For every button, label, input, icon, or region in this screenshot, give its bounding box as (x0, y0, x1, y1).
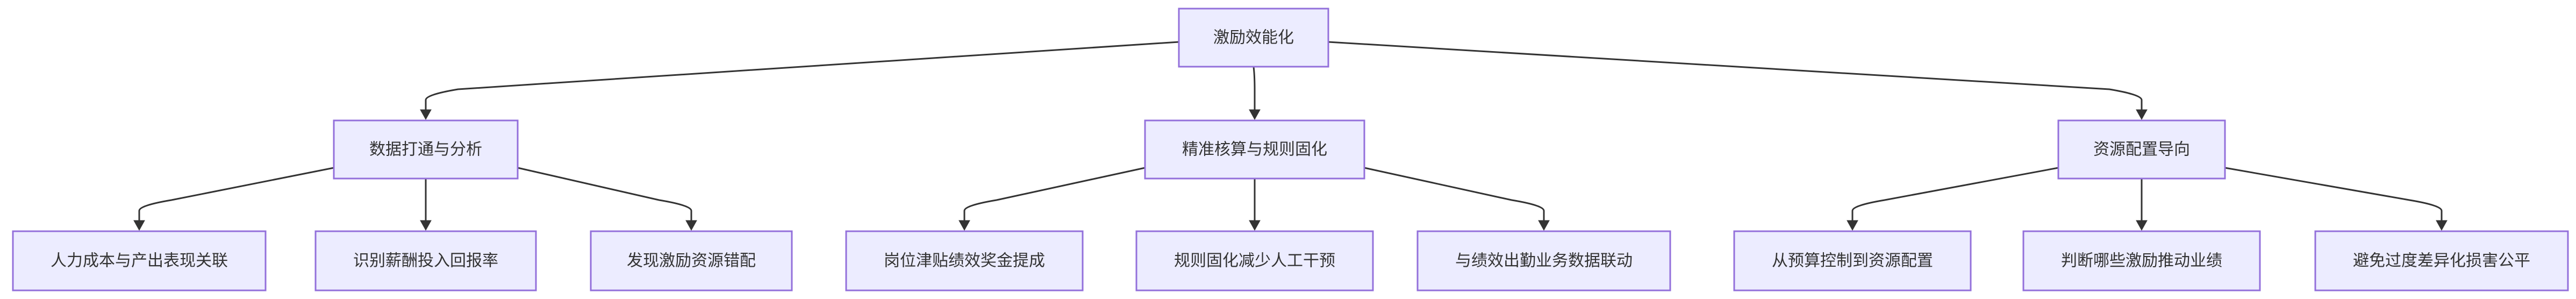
edge-b1-to-b1l2 (420, 179, 432, 231)
edge-root-to-b3-arrowhead (2136, 109, 2148, 120)
edge-root-to-b3-line (1328, 41, 2143, 110)
edge-b3-to-b3l1-line (1851, 167, 2059, 220)
edge-b2-to-b2l1-line (963, 167, 1146, 220)
edge-b3-to-b3l3 (2224, 167, 2448, 231)
edge-b1-to-b1l1-line (138, 167, 334, 220)
edge-b1-to-b1l3 (517, 167, 697, 231)
root-node-label: 激励效能化 (1213, 29, 1294, 47)
edges-layer (133, 41, 2448, 231)
branch-node-2-box (1144, 119, 1365, 180)
leaf-node-1-3-box (590, 230, 793, 291)
edge-b2-to-b2l2 (1249, 179, 1261, 231)
root-node: 激励效能化 (1178, 8, 1329, 68)
leaf-node-3-1: 从预算控制到资源配置 (1733, 230, 1972, 291)
root-node-box (1178, 8, 1329, 68)
edge-root-to-b2 (1249, 66, 1261, 120)
branch-node-3-box (2057, 119, 2226, 180)
edge-b3-to-b3l3-arrowhead (2436, 220, 2448, 231)
leaf-node-2-3-box (1416, 230, 1671, 291)
edge-b1-to-b1l2-arrowhead (420, 220, 432, 231)
leaf-node-3-2-box (2022, 230, 2261, 291)
edge-b3-to-b3l2 (2136, 179, 2148, 231)
leaf-node-2-3-label: 与绩效出勤业务数据联动 (1455, 252, 1633, 270)
leaf-node-3-2-label: 判断哪些激励推动业绩 (2061, 252, 2222, 270)
branch-node-1: 数据打通与分析 (333, 119, 519, 180)
edge-b2-to-b2l1 (958, 167, 1146, 231)
branch-node-3-label: 资源配置导向 (2093, 140, 2190, 159)
leaf-node-3-3-box (2314, 230, 2569, 291)
edge-b3-to-b3l1 (1847, 167, 2059, 231)
branch-node-2: 精准核算与规则固化 (1144, 119, 1365, 180)
edge-b2-to-b2l2-arrowhead (1249, 220, 1261, 231)
edge-b1-to-b1l3-line (517, 167, 692, 220)
leaf-node-2-3: 与绩效出勤业务数据联动 (1416, 230, 1671, 291)
leaf-node-1-1-box (12, 230, 267, 291)
edge-root-to-b1-line (425, 41, 1179, 110)
branch-node-1-label: 数据打通与分析 (369, 140, 482, 159)
leaf-node-3-3: 避免过度差异化损害公平 (2314, 230, 2569, 291)
edge-root-to-b1 (420, 41, 1179, 120)
edge-root-to-b1-arrowhead (420, 109, 432, 120)
leaf-node-1-2: 识别薪酬投入回报率 (314, 230, 537, 291)
edge-b3-to-b3l2-arrowhead (2136, 220, 2148, 231)
edge-b2-to-b2l3-arrowhead (1538, 220, 1550, 231)
branch-node-3: 资源配置导向 (2057, 119, 2226, 180)
leaf-node-2-2-box (1135, 230, 1374, 291)
leaf-node-3-2: 判断哪些激励推动业绩 (2022, 230, 2261, 291)
branch-node-1-box (333, 119, 519, 180)
edge-b1-to-b1l1 (133, 167, 334, 231)
edge-root-to-b2-line (1253, 66, 1256, 110)
leaf-node-1-3-label: 发现激励资源错配 (627, 252, 756, 270)
leaf-node-1-1-label: 人力成本与产出表现关联 (51, 252, 228, 270)
leaf-node-3-1-label: 从预算控制到资源配置 (1772, 252, 1933, 270)
edge-b1-to-b1l3-arrowhead (685, 220, 697, 231)
leaf-node-2-2-label: 规则固化减少人工干预 (1174, 252, 1335, 270)
edge-b3-to-b3l3-line (2224, 167, 2443, 220)
edge-b3-to-b3l1-arrowhead (1847, 220, 1858, 231)
branch-node-2-label: 精准核算与规则固化 (1182, 140, 1327, 159)
edge-root-to-b3 (1328, 41, 2148, 120)
edge-root-to-b2-arrowhead (1249, 109, 1261, 120)
edge-b2-to-b2l3-line (1364, 167, 1545, 220)
leaf-node-1-2-label: 识别薪酬投入回报率 (353, 252, 498, 270)
leaf-node-2-2: 规则固化减少人工干预 (1135, 230, 1374, 291)
leaf-node-2-1-label: 岗位津贴绩效奖金提成 (884, 252, 1045, 270)
leaf-node-1-1: 人力成本与产出表现关联 (12, 230, 267, 291)
edge-b2-to-b2l1-arrowhead (958, 220, 970, 231)
leaf-node-2-1: 岗位津贴绩效奖金提成 (845, 230, 1084, 291)
leaf-node-1-3: 发现激励资源错配 (590, 230, 793, 291)
leaf-node-2-1-box (845, 230, 1084, 291)
edge-b1-to-b1l1-arrowhead (133, 220, 145, 231)
leaf-node-1-2-box (314, 230, 537, 291)
leaf-node-3-3-label: 避免过度差异化损害公平 (2353, 252, 2530, 270)
leaf-node-3-1-box (1733, 230, 1972, 291)
edge-b2-to-b2l3 (1364, 167, 1550, 231)
